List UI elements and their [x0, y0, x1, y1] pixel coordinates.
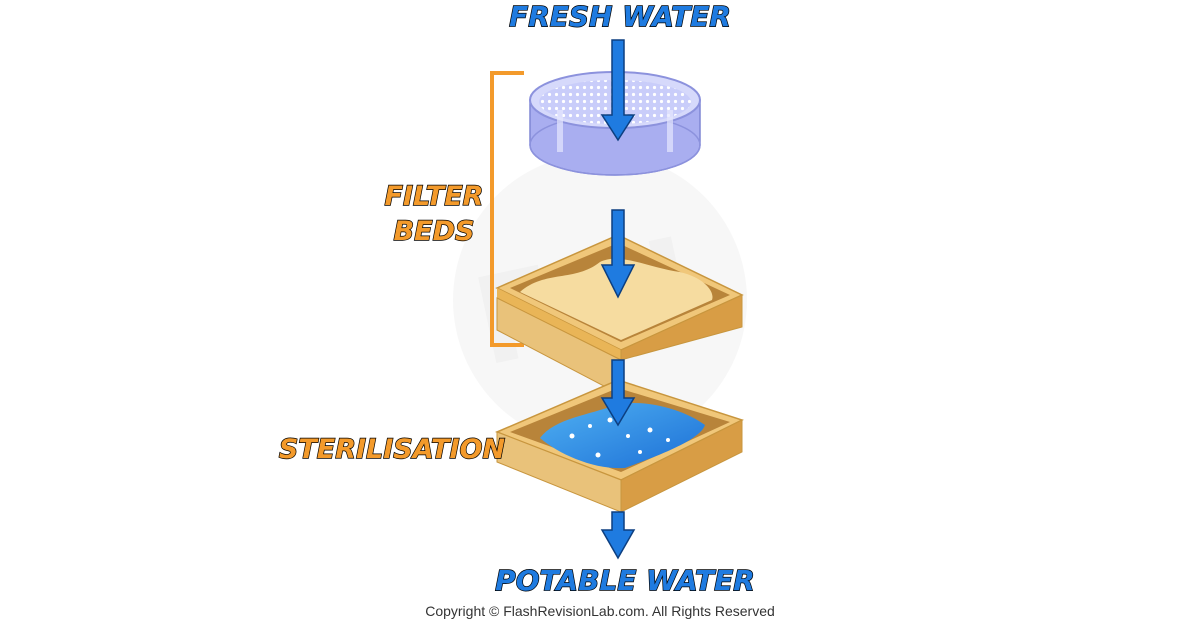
filter-beds-label-line2: BEDS	[394, 216, 475, 247]
bracket-icon	[490, 71, 524, 347]
copyright-notice: Copyright © FlashRevisionLab.com. All Ri…	[425, 603, 775, 619]
output-label: POTABLE WATER	[495, 564, 755, 597]
down-arrow-icon	[600, 359, 636, 427]
down-arrow-icon	[600, 39, 636, 142]
sterilisation-label: STERILISATION	[279, 434, 506, 465]
water-tray-icon	[495, 379, 744, 513]
down-arrow-icon	[600, 511, 636, 560]
down-arrow-icon	[600, 209, 636, 299]
input-label: FRESH WATER	[509, 0, 731, 33]
filter-beds-label-line1: FILTER	[385, 181, 484, 212]
